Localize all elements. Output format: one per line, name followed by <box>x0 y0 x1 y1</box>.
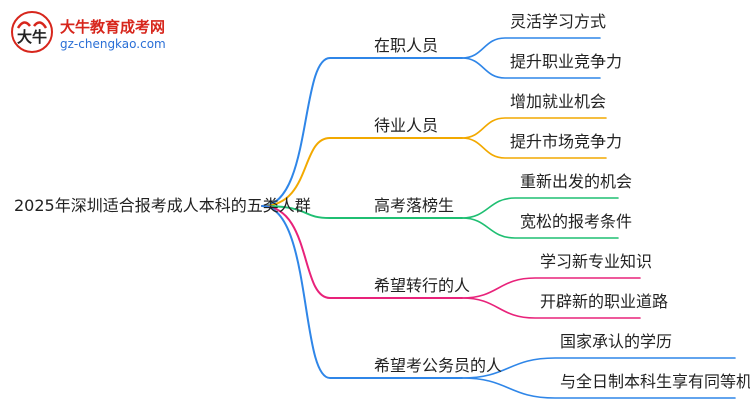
leaf-connector <box>461 137 607 159</box>
leaf-label: 宽松的报考条件 <box>520 212 633 231</box>
leaf-connector <box>461 277 641 299</box>
logo-url: gz-chengkao.com <box>60 37 166 51</box>
branch-connector <box>261 205 463 379</box>
leaf-label: 重新出发的机会 <box>520 172 633 191</box>
leaf-connector <box>461 57 601 79</box>
leaf-label: 提升市场竞争力 <box>510 132 623 151</box>
leaf-connector <box>461 217 619 239</box>
branch-label: 希望考公务员的人 <box>374 356 503 375</box>
branch-connector <box>261 205 463 219</box>
branch-label: 希望转行的人 <box>374 276 471 295</box>
root-topic: 2025年深圳适合报考成人本科的五类人群 <box>14 196 311 215</box>
branch-label: 待业人员 <box>374 116 439 135</box>
branch-connector <box>261 205 463 299</box>
leaf-label: 开辟新的职业道路 <box>540 292 669 311</box>
leaf-label: 灵活学习方式 <box>510 12 607 31</box>
leaf-connector <box>461 37 601 59</box>
ox-logo-icon: 大牛 <box>11 11 53 53</box>
leaf-label: 与全日制本科生享有同等机会 <box>560 372 750 391</box>
leaf-connector <box>461 197 619 219</box>
svg-text:大牛: 大牛 <box>17 28 47 46</box>
leaf-connector <box>461 117 607 139</box>
leaf-label: 提升职业竞争力 <box>510 52 623 71</box>
leaf-label: 学习新专业知识 <box>540 252 653 271</box>
leaf-label: 国家承认的学历 <box>560 332 673 351</box>
leaf-connector <box>461 377 736 399</box>
site-logo: 大牛 大牛教育成考网 gz-chengkao.com <box>10 8 210 58</box>
leaf-label: 增加就业机会 <box>510 92 607 111</box>
logo-name: 大牛教育成考网 <box>60 18 166 36</box>
branch-label: 在职人员 <box>374 36 439 55</box>
branch-connector <box>261 57 463 207</box>
branch-label: 高考落榜生 <box>374 196 455 215</box>
leaf-connector <box>461 297 641 319</box>
leaf-connector <box>461 357 736 379</box>
branch-connector <box>261 137 463 207</box>
